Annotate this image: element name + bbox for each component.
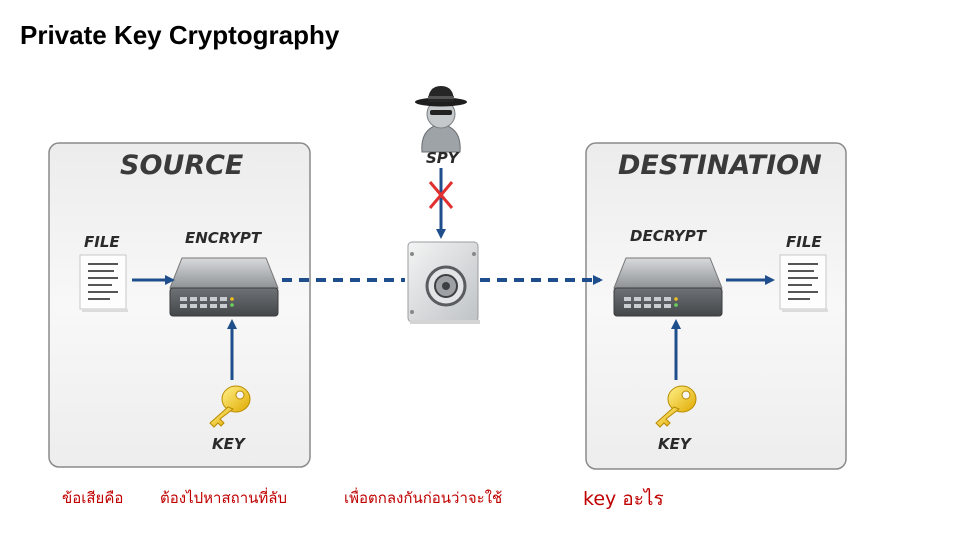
- source-file-label: FILE: [84, 233, 120, 251]
- source-title: SOURCE: [120, 150, 244, 181]
- destination-document-icon: [779, 254, 828, 312]
- note-secret-place: ต้องไปหาสถานที่ลับ: [160, 489, 287, 507]
- note-which-key: key อะไร: [583, 488, 664, 510]
- spy-icon: [415, 86, 467, 153]
- blocked-x-icon: [428, 181, 454, 209]
- encrypt-device-icon: [169, 257, 279, 317]
- source-key-icon: [209, 385, 251, 428]
- flow-arrows: [132, 168, 775, 380]
- decrypt-device-icon: [613, 257, 723, 317]
- decrypt-label: DECRYPT: [630, 227, 708, 245]
- destination-file-label: FILE: [786, 233, 822, 251]
- destination-title: DESTINATION: [618, 150, 822, 181]
- source-document-icon: [79, 254, 128, 312]
- note-disadvantage: ข้อเสียคือ: [62, 489, 124, 507]
- encrypted-safe-icon: [407, 241, 480, 324]
- spy-label: SPY: [426, 149, 461, 167]
- slide-title: Private Key Cryptography: [20, 20, 340, 50]
- destination-key-icon: [655, 385, 697, 428]
- encrypt-label: ENCRYPT: [185, 229, 263, 247]
- destination-key-label: KEY: [658, 435, 693, 453]
- source-key-label: KEY: [212, 435, 247, 453]
- note-agree-first: เพื่อตกลงกันก่อนว่าจะใช้: [344, 489, 503, 507]
